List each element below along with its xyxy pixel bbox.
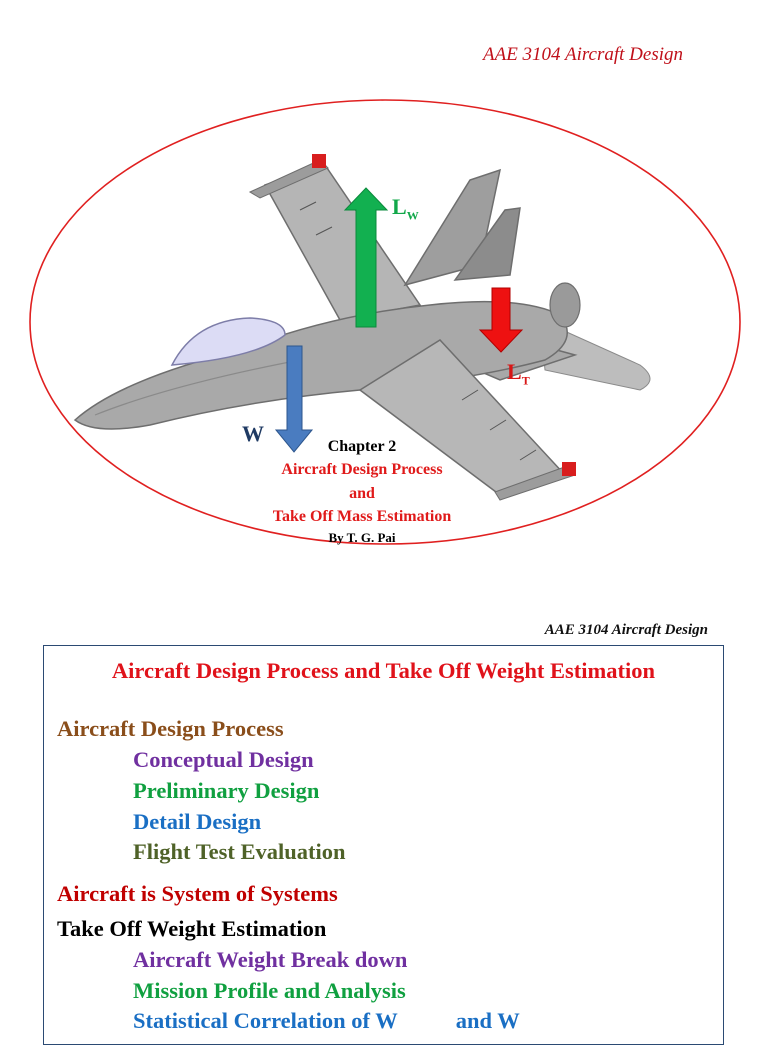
weight-label: W [242,421,264,446]
engine-intake [549,282,581,328]
course-header-1: AAE 3104 Aircraft Design [482,44,683,65]
title-line-3: Take Off Mass Estimation [272,508,452,525]
engine-nozzle [539,319,651,391]
oval-frame [29,99,741,545]
outline-item-detail: Detail Design [133,809,262,834]
lift-wing-arrow [343,187,389,328]
wingtip-light-lower [562,462,576,476]
lift-tail-label: LT [507,359,530,388]
outline-item-system: Aircraft is System of Systems [57,881,338,906]
outline-item-conceptual: Conceptual Design [133,747,314,772]
cockpit-canopy [170,317,286,366]
vertical-tail-right [453,207,521,281]
title-line-1: Aircraft Design Process [281,461,443,478]
weight-arrow [274,345,314,453]
outline-item-mission-profile: Mission Profile and Analysis [133,978,406,1003]
title-line-2: and [349,485,375,502]
author-label: By T. G. Pai [328,530,396,545]
upper-wing [263,164,422,321]
outline-title: Aircraft Design Process and Take Off Wei… [111,658,656,683]
outline-slide: Aircraft Design Process and Take Off Wei… [43,645,724,1045]
outline-item-weight-estimation: Take Off Weight Estimation [57,916,327,941]
chapter-label: Chapter 2 [327,438,397,455]
course-header-2: AAE 3104 Aircraft Design [544,622,708,638]
outline-item-preliminary: Preliminary Design [133,778,320,803]
outline-item-design-process: Aircraft Design Process [57,716,284,741]
outline-item-flight-test: Flight Test Evaluation [133,839,346,864]
lift-tail-arrow [478,287,524,353]
outline-item-weight-breakdown: Aircraft Weight Break down [133,947,408,972]
aircraft-illustration [29,99,741,545]
wingtip-light-upper [312,154,326,168]
lift-wing-label: LW [392,194,419,223]
